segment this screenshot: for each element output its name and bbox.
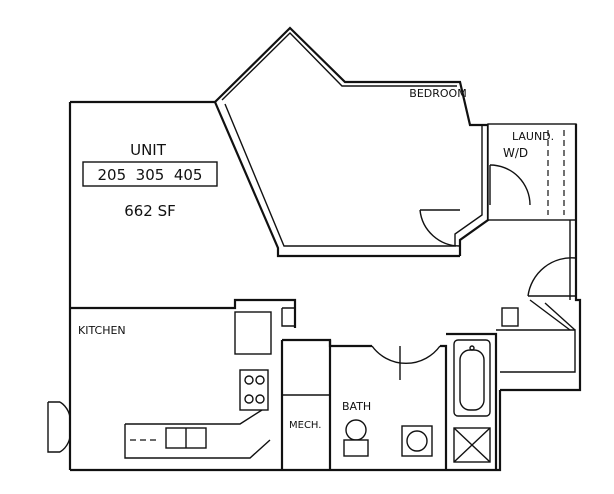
- exterior-walls: [68, 26, 582, 472]
- bedroom-label: BEDROOM: [409, 87, 466, 100]
- unit-numbers: 205 305 405: [98, 166, 203, 184]
- interior-walls: [70, 298, 519, 470]
- bath-fixtures: [343, 339, 491, 463]
- unit-area: 662 SF: [124, 202, 176, 220]
- kitchen-label: KITCHEN: [78, 324, 126, 337]
- unit-number-box: [82, 161, 218, 187]
- mech-label: MECH.: [289, 420, 321, 431]
- doors: [47, 164, 577, 453]
- laundry-label: LAUND.: [512, 130, 554, 143]
- bath-label: BATH: [342, 400, 371, 413]
- washer-dryer-label: W/D: [503, 146, 528, 160]
- unit-title: UNIT: [130, 141, 167, 159]
- kitchen-fixtures: [124, 311, 272, 459]
